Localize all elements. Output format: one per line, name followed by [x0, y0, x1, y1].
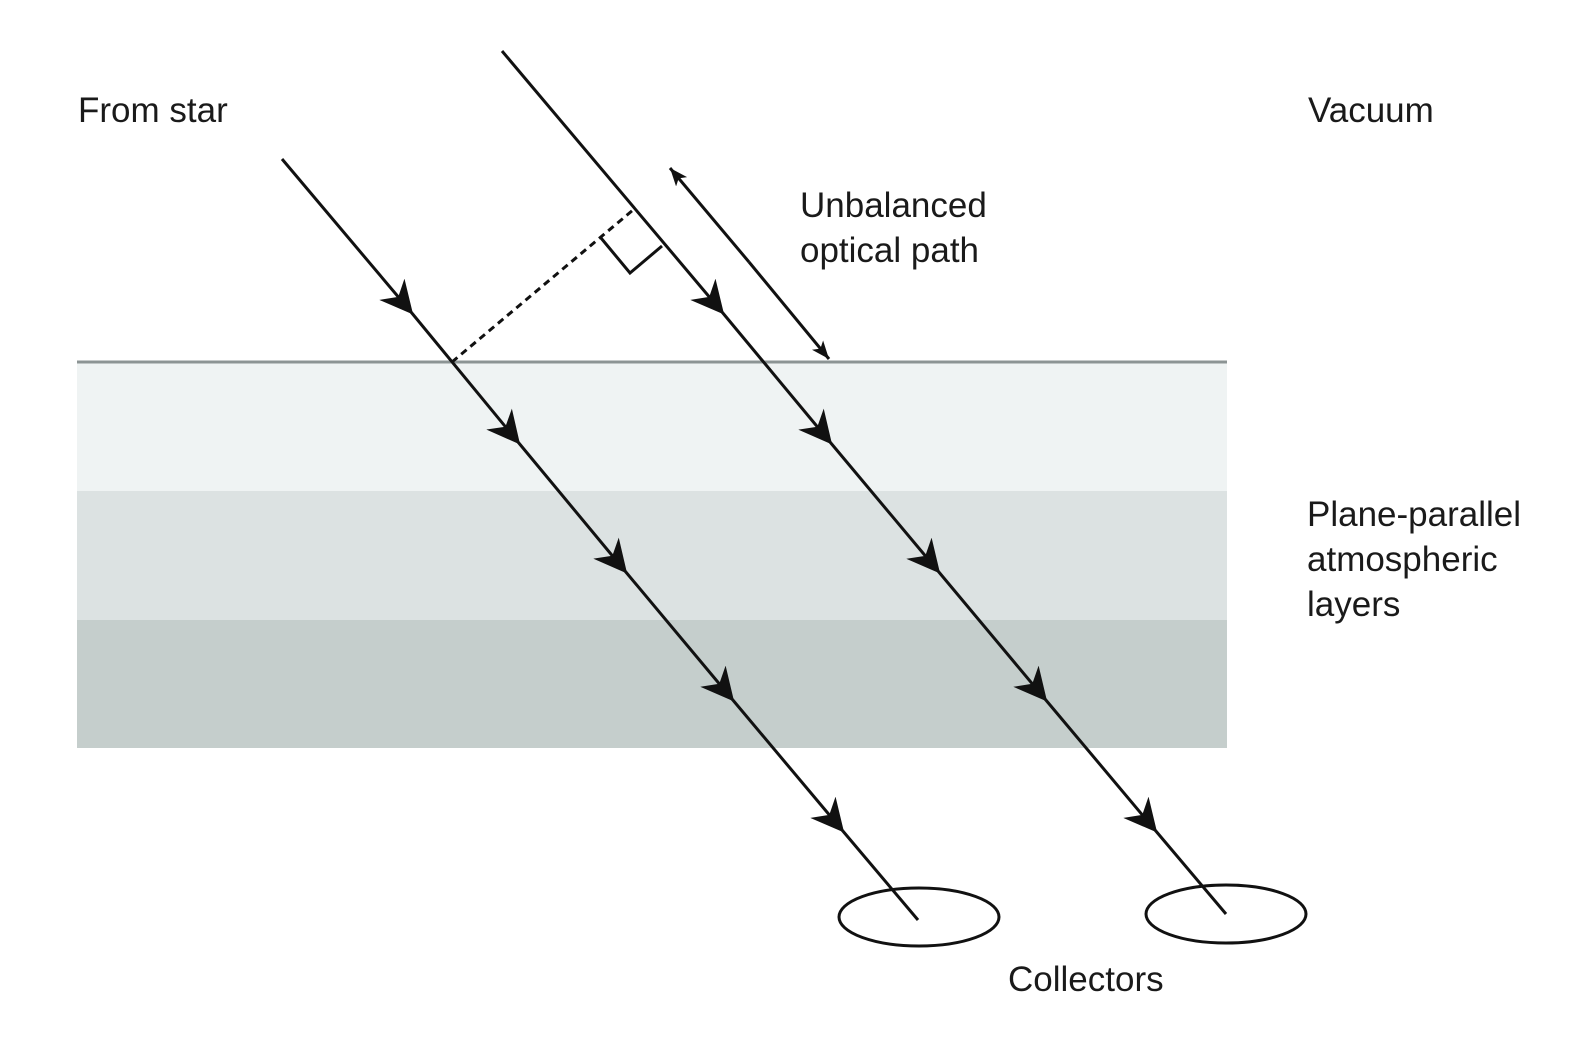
collectors [837, 883, 1308, 948]
right-ray-segment [720, 311, 833, 445]
unbalanced-path-arrow [668, 167, 831, 360]
atmospheric-layers-label: Plane-parallel atmospheric layers [1307, 492, 1521, 627]
from-star-label: From star [78, 91, 228, 130]
right-ray-segment [828, 441, 941, 574]
unbalanced-path-label-line: optical path [800, 231, 980, 270]
right-ray-segment [500, 50, 725, 315]
left-collector [837, 886, 1001, 948]
wavefront [451, 208, 663, 364]
unbalanced-path-label-line: Unbalanced [800, 186, 987, 225]
left-ray-segment [409, 311, 521, 445]
middle-layer [77, 491, 1227, 620]
left-ray [280, 158, 920, 921]
path-arrow-shaft [747, 261, 831, 360]
right-angle-mark [599, 237, 663, 276]
unbalanced-path-label: Unbalanced optical path [800, 183, 987, 273]
right-ray [500, 50, 1228, 915]
right-ray-segment [1043, 698, 1158, 833]
right-ray-segment [936, 570, 1048, 702]
atmospheric-layers-label-line: Plane-parallel [1307, 495, 1522, 534]
upper-layer [77, 362, 1227, 491]
wavefront-dashed-line [451, 208, 634, 364]
left-ray-segment [623, 570, 735, 702]
left-ray-segment [280, 158, 414, 315]
right-ray-segment [1153, 829, 1228, 915]
left-ray-segment [730, 698, 845, 833]
atmospheric-layers-label-line: atmospheric [1307, 540, 1498, 579]
right-collector [1144, 883, 1308, 945]
lower-layer [77, 620, 1227, 748]
collectors-label: Collectors [1008, 960, 1164, 999]
vacuum-label: Vacuum [1308, 91, 1434, 130]
atmospheric-layers-label-line: layers [1307, 585, 1401, 624]
left-ray-segment [516, 441, 628, 574]
left-ray-segment [840, 829, 920, 921]
atmospheric-layers [77, 360, 1227, 748]
path-arrow-shaft [668, 167, 751, 263]
